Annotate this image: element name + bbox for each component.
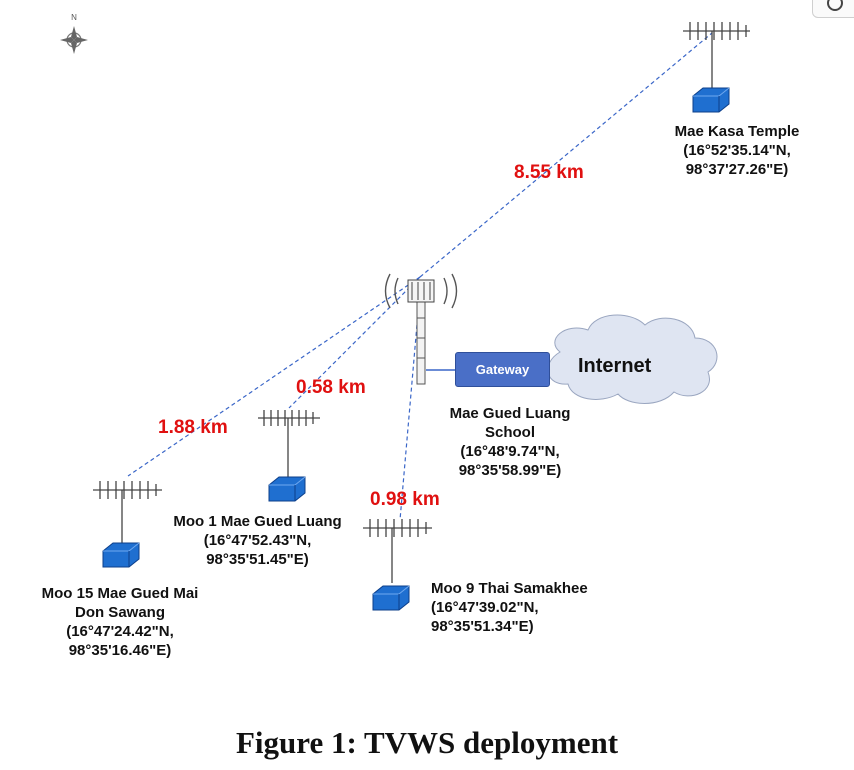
corner-button[interactable] [812, 0, 854, 18]
gateway-label: Gateway [475, 362, 530, 377]
link-moo1 [288, 276, 421, 409]
router-icon-moo15 [102, 542, 140, 568]
distance-label-moo9: 0.98 km [370, 489, 440, 510]
distance-label-moo15: 1.88 km [158, 417, 228, 438]
site-label-moo9: Moo 9 Thai Samakhee (16°47'39.02"N, 98°3… [431, 579, 588, 636]
compass-icon [60, 26, 88, 54]
site-lon: 98°35'51.45"E) [206, 551, 309, 568]
antenna-icon-moo9 [363, 519, 432, 583]
site-name: Moo 15 Mae Gued Mai [41, 585, 199, 602]
site-lat: (16°47'39.02"N, [431, 599, 539, 616]
site-lat: (16°47'52.43"N, [203, 532, 312, 549]
internet-label: Internet [578, 355, 652, 377]
site-name: Moo 9 Thai Samakhee [431, 580, 588, 597]
router-icon-moo1 [268, 476, 306, 502]
site-name-2: School [484, 424, 535, 441]
compass-north-label: N [71, 13, 77, 22]
gateway-box: Gateway [455, 352, 550, 387]
wireless-links [127, 32, 713, 521]
site-name: Moo 1 Mae Gued Luang [173, 513, 342, 530]
site-lon: 98°35'51.34"E) [431, 618, 534, 635]
site-name: Mae Kasa Temple [674, 123, 800, 140]
site-name-2: Don Sawang [74, 604, 165, 621]
cell-tower-icon [384, 273, 458, 385]
antenna-icon-moo1 [258, 410, 320, 480]
site-lat: (16°47'24.42"N, [66, 623, 174, 640]
site-lon: 98°37'27.26"E) [685, 161, 789, 178]
circle-icon [827, 0, 843, 11]
router-icon-moo9 [372, 585, 410, 611]
site-lon: 98°35'16.46"E) [68, 642, 172, 659]
antenna-icon-moo15 [93, 481, 162, 545]
site-name: Mae Gued Luang [449, 405, 571, 422]
site-label-temple: Mae Kasa Temple (16°52'35.14"N, 98°37'27… [652, 122, 822, 179]
internet-cloud-icon [547, 314, 718, 404]
site-label-moo1: Moo 1 Mae Gued Luang (16°47'52.43"N, 98°… [155, 512, 360, 569]
link-temple [419, 32, 713, 278]
site-label-school: Mae Gued Luang School (16°48'9.74"N, 98°… [430, 404, 590, 480]
figure-caption: Figure 1: TVWS deployment [235, 725, 619, 760]
distance-label-moo1: 0.58 km [296, 377, 366, 398]
site-lat: (16°52'35.14"N, [683, 142, 791, 159]
site-lon: 98°35'58.99"E) [458, 462, 562, 479]
site-lat: (16°48'9.74"N, [460, 443, 560, 460]
distance-label-temple: 8.55 km [514, 162, 584, 183]
antenna-icon-temple [683, 22, 750, 90]
router-icon-temple [692, 87, 730, 113]
link-moo15 [127, 276, 421, 477]
site-label-moo15: Moo 15 Mae Gued Mai Don Sawang (16°47'24… [20, 584, 220, 660]
